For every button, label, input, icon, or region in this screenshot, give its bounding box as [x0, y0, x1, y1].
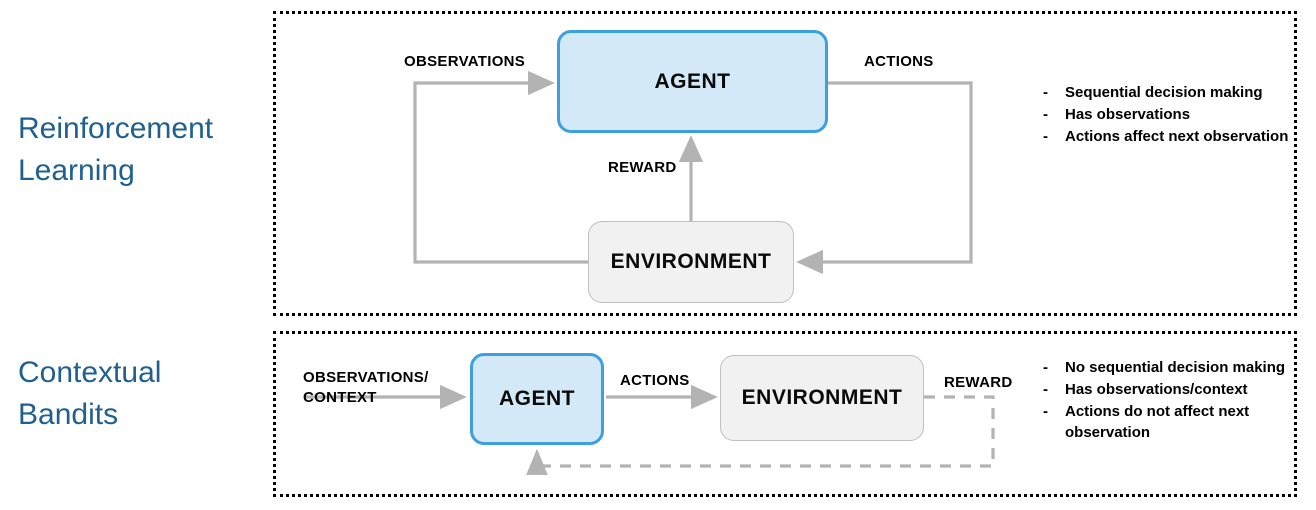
bullet-text: Sequential decision making — [1065, 84, 1263, 101]
bullet-marker: - — [1043, 381, 1048, 398]
row-label-reinforcement-learning: Reinforcement Learning — [18, 112, 214, 187]
list-item: - No sequential decision making — [1043, 357, 1295, 378]
node-cb-agent[interactable]: AGENT — [470, 353, 604, 445]
row-label-contextual-bandits: Contextual Bandits — [18, 356, 162, 431]
list-item: - Has observations/context — [1043, 379, 1295, 400]
node-rl-agent[interactable]: AGENT — [557, 30, 828, 133]
bullets-reinforcement-learning: - Sequential decision making - Has obser… — [1043, 82, 1293, 148]
node-rl-environment[interactable]: ENVIRONMENT — [588, 221, 794, 303]
bullet-list-cb: - No sequential decision making - Has ob… — [1043, 357, 1295, 443]
list-item: - Actions do not affect next observation — [1043, 401, 1295, 443]
bullet-marker: - — [1043, 359, 1048, 376]
edge-label-rl-observations: OBSERVATIONS — [404, 53, 526, 70]
edge-label-cb-actions: ACTIONS — [620, 372, 690, 389]
edge-label-cb-reward: REWARD — [944, 374, 1013, 391]
list-item: - Sequential decision making — [1043, 82, 1293, 103]
bullet-text: Has observations — [1065, 106, 1191, 123]
list-item: - Actions affect next observation — [1043, 126, 1293, 147]
node-rl-environment-label: ENVIRONMENT — [610, 250, 772, 273]
bullet-text: Actions do not affect next observation — [1065, 403, 1250, 441]
bullet-text: Has observations/context — [1065, 381, 1248, 398]
edge-label-cb-observations-context: OBSERVATIONS/ CONTEXT — [303, 369, 429, 406]
list-item: - Has observations — [1043, 104, 1293, 125]
edge-label-rl-reward: REWARD — [608, 159, 677, 176]
bullet-marker: - — [1043, 84, 1048, 101]
edge-label-rl-actions: ACTIONS — [864, 53, 934, 70]
panel-reinforcement-learning — [273, 11, 1297, 316]
bullet-text: No sequential decision making — [1065, 359, 1286, 376]
node-cb-agent-label: AGENT — [499, 387, 575, 410]
panel-contextual-bandits — [273, 331, 1297, 497]
bullets-contextual-bandits: - No sequential decision making - Has ob… — [1043, 357, 1295, 444]
node-rl-agent-label: AGENT — [654, 69, 731, 93]
node-cb-environment-label: ENVIRONMENT — [741, 386, 903, 409]
bullet-text: Actions affect next observation — [1065, 128, 1289, 145]
bullet-marker: - — [1043, 403, 1048, 420]
node-cb-environment[interactable]: ENVIRONMENT — [720, 355, 924, 441]
bullet-marker: - — [1043, 106, 1048, 123]
bullet-marker: - — [1043, 128, 1048, 145]
bullet-list-rl: - Sequential decision making - Has obser… — [1043, 82, 1293, 147]
